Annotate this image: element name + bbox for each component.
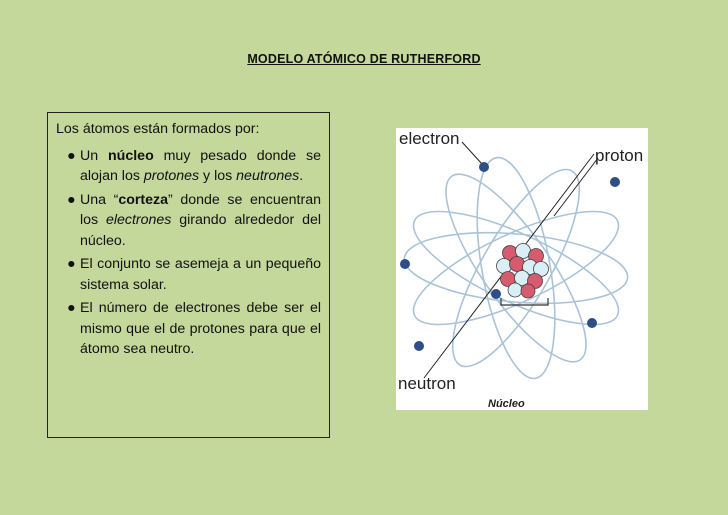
electrons-term: electrones xyxy=(105,212,172,228)
bullet-icon: ● xyxy=(67,147,76,164)
proton-pointer xyxy=(553,157,599,217)
electron xyxy=(491,289,501,299)
proton-particle xyxy=(520,283,536,299)
intro-text: Los átomos están formados por: xyxy=(56,121,260,137)
orbit xyxy=(412,210,620,326)
list-item: ● El número de electrones debe ser el mi… xyxy=(67,300,321,357)
page-title: MODELO ATÓMICO DE RUTHERFORD xyxy=(247,52,481,66)
electron xyxy=(400,259,410,269)
orbit xyxy=(476,156,556,380)
electron xyxy=(414,341,424,351)
electron xyxy=(610,177,620,187)
list-item: ● El conjunto se asemeja a un pequeño si… xyxy=(67,256,321,293)
electrons xyxy=(400,162,620,351)
orbit xyxy=(445,173,587,363)
cortex-term: corteza xyxy=(118,191,169,208)
points-list: ● Un núcleo muy pesado donde se alojan l… xyxy=(56,146,321,360)
bullet-icon: ● xyxy=(67,300,76,316)
electron-label: electron xyxy=(399,129,459,148)
nucleus xyxy=(496,243,549,299)
bullet-icon: ● xyxy=(67,191,76,208)
neutrons-term: neutrones xyxy=(236,168,300,184)
orbit xyxy=(403,231,629,305)
neutron-particle xyxy=(507,282,523,298)
nucleus-term: núcleo xyxy=(108,147,154,164)
proton-label: proton xyxy=(595,146,643,165)
bullet-icon: ● xyxy=(67,256,76,272)
proton-particle xyxy=(509,256,525,272)
nucleus-label: Núcleo xyxy=(488,398,525,410)
list-item: ● Un núcleo muy pesado donde se alojan l… xyxy=(67,147,322,185)
atom-diagram: electron proton neutron Núcleo xyxy=(396,128,648,410)
atom-illustration: electron proton neutron Núcleo xyxy=(398,129,643,410)
nucleus-bracket xyxy=(500,298,549,306)
electron xyxy=(479,162,489,172)
neutron-label: neutron xyxy=(398,374,456,393)
orbit xyxy=(451,168,581,368)
protons-term: protones xyxy=(143,168,200,184)
description-box: Los átomos están formados por: ● Un núcl… xyxy=(47,112,330,438)
list-item: ● Una “corteza” donde se encuentran los … xyxy=(67,191,322,249)
electron-pointer xyxy=(461,141,483,165)
electron xyxy=(587,318,597,328)
